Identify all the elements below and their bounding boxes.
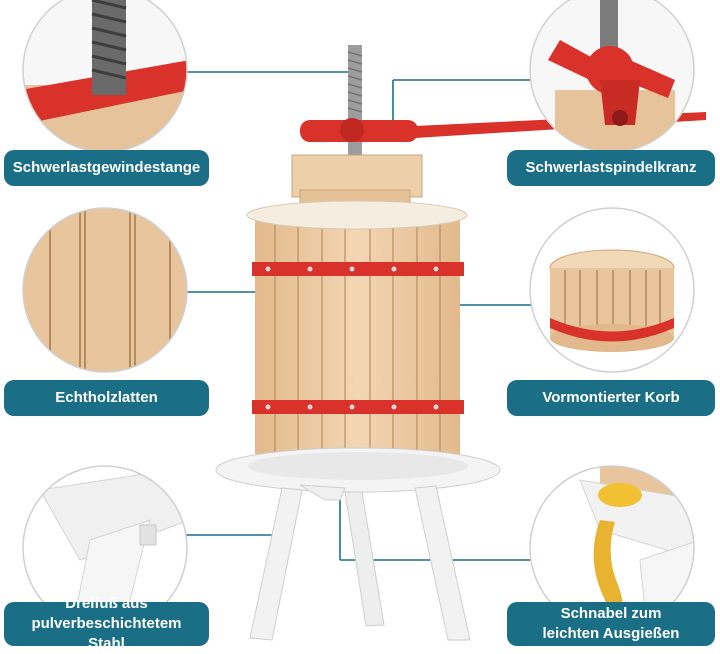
detail-spindle-collar [530, 0, 694, 152]
press-main [215, 45, 706, 641]
detail-basket [530, 208, 694, 372]
label-real-wood-slats: Echtholzlatten [4, 380, 209, 416]
label-heavy-duty-spindle-collar: Schwerlastspindelkranz [507, 150, 715, 186]
label-text-line1: Dreifuß aus [65, 595, 148, 612]
label-powder-coated-tripod: Dreifuß aus pulverbeschichtetem Stahl [4, 595, 209, 652]
label-text: Echtholzlatten [55, 389, 158, 406]
label-heavy-duty-threaded-rod: Schwerlastgewindestange [4, 150, 209, 186]
label-text-line1: Schnabel zum [560, 605, 662, 622]
label-pouring-spout: Schnabel zum leichten Ausgießen [507, 602, 715, 646]
label-text-line2: pulverbeschichtetem Stahl [31, 615, 182, 652]
label-text-line2: leichten Ausgießen [542, 625, 680, 642]
label-preassembled-basket: Vormontierter Korb [507, 380, 715, 416]
label-text: Vormontierter Korb [542, 389, 680, 406]
detail-threaded-rod [23, 0, 187, 152]
label-text: Schwerlastgewindestange [12, 159, 201, 176]
label-text: Schwerlastspindelkranz [525, 159, 697, 176]
detail-wood-slats [23, 208, 187, 372]
